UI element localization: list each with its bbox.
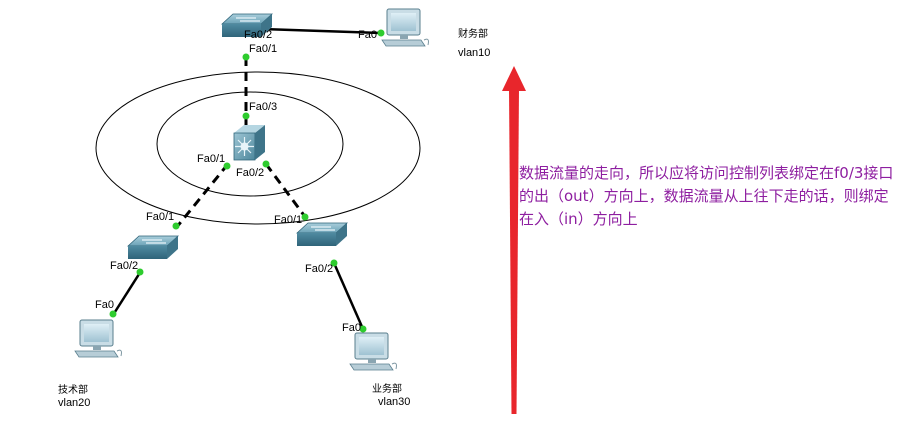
acl-annotation-text: 数据流量的走向，所以应将访问控制列表绑定在f0/3接口的出（out）方向上，数据… <box>519 164 894 228</box>
business-vlan-label: vlan30 <box>378 396 411 408</box>
inner-ellipse <box>156 91 344 197</box>
finance-pc-icon[interactable] <box>381 8 429 47</box>
link-status-dots <box>109 25 385 333</box>
outer-ellipse <box>95 71 421 225</box>
port-label-top-switch-fa0-2: Fa0/2 <box>244 29 272 41</box>
tech-dept-label: 技术部 vlan20 <box>58 384 90 410</box>
link-right-switch-business-pc <box>332 262 365 330</box>
top-switch-icon[interactable] <box>220 13 274 37</box>
port-label-core-fa0-3: Fa0/3 <box>249 101 277 113</box>
port-label-core-fa0-2: Fa0/2 <box>236 167 264 179</box>
link-core-right-switch <box>264 163 308 219</box>
port-label-core-fa0-1: Fa0/1 <box>197 153 225 165</box>
port-label-left-switch-fa0-1: Fa0/1 <box>146 211 174 223</box>
port-label-left-switch-fa0-2: Fa0/2 <box>110 260 138 272</box>
port-label-business-pc-fa0: Fa0 <box>342 322 361 334</box>
port-label-right-switch-fa0-1: Fa0/1 <box>274 214 302 226</box>
right-switch-icon[interactable] <box>295 222 349 246</box>
finance-vlan-label: vlan10 <box>458 47 491 59</box>
port-label-top-switch-fa0-1: Fa0/1 <box>249 43 277 55</box>
port-label-right-switch-fa0-2: Fa0/2 <box>305 263 333 275</box>
business-dept-label: 业务部 vlan30 <box>372 383 410 409</box>
traffic-direction-arrow-icon <box>502 66 526 414</box>
port-label-finance-pc-fa0: Fa0 <box>358 29 377 41</box>
port-label-tech-pc-fa0: Fa0 <box>95 299 114 311</box>
finance-dept-label: 财务部 vlan10 <box>458 28 490 60</box>
business-dept-name: 业务部 <box>372 384 402 395</box>
link-top-switch-finance-pc <box>261 27 382 35</box>
tech-dept-name: 技术部 <box>58 385 88 396</box>
link-core-left-switch <box>174 163 230 229</box>
tech-vlan-label: vlan20 <box>58 397 91 409</box>
left-switch-icon[interactable] <box>126 235 180 259</box>
link-left-switch-tech-pc <box>111 270 143 316</box>
tech-pc-icon[interactable] <box>74 319 122 358</box>
business-pc-icon[interactable] <box>349 332 397 371</box>
finance-dept-name: 财务部 <box>458 29 488 40</box>
core-switch-icon[interactable] <box>233 125 265 161</box>
